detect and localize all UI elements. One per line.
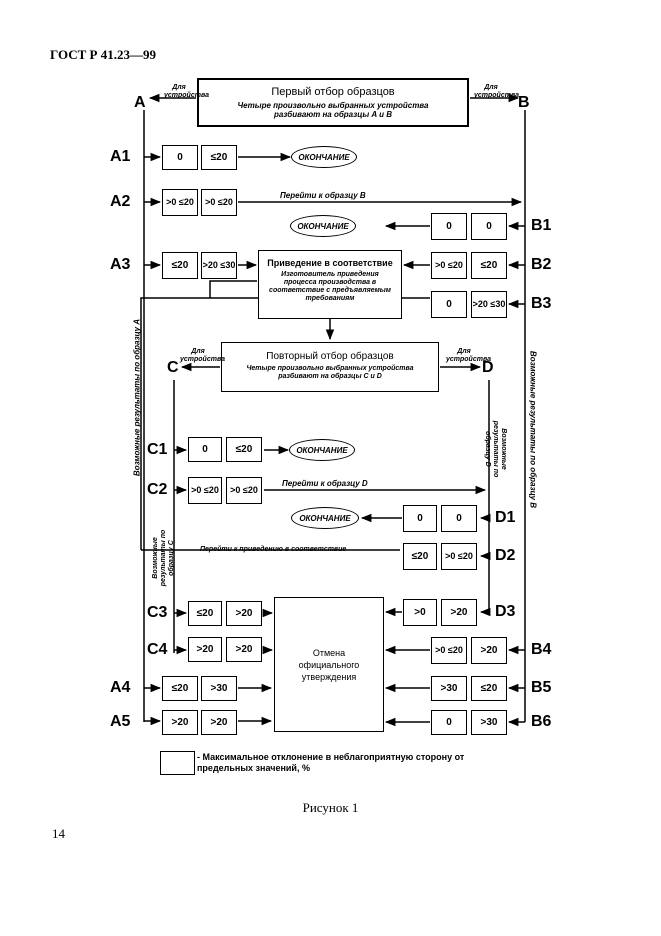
cell-b3-1: 0 — [431, 291, 467, 318]
label-sample-b: B — [518, 94, 530, 111]
cell-b3-2: >20 ≤30 — [471, 291, 507, 318]
legend-swatch — [160, 751, 195, 775]
second-selection-title: Повторный отбор образцов — [266, 351, 394, 362]
end-oval-d1: ОКОНЧАНИЕ — [291, 507, 359, 529]
first-selection-title: Первый отбор образцов — [271, 86, 395, 98]
cell-b5-2: ≤20 — [471, 676, 507, 701]
label-b1: B1 — [531, 217, 552, 234]
note-go-to-d: Перейти к образцу D — [282, 479, 368, 488]
first-selection-subtitle: Четыре произвольно выбранных устройства … — [237, 101, 429, 119]
label-a1: A1 — [110, 148, 131, 165]
side-note-results-b: Возможные результаты по образцу B — [528, 350, 538, 509]
conformity-subtitle: Изготовитель приведения процесса произво… — [269, 271, 391, 302]
label-c2: C2 — [147, 481, 168, 498]
second-selection-box: Повторный отбор образцов Четыре произвол… — [221, 342, 439, 392]
cell-d3-2: >20 — [441, 599, 477, 626]
label-d1: D1 — [495, 509, 516, 526]
cell-c3-1: ≤20 — [188, 601, 222, 626]
end-oval-a1: ОКОНЧАНИЕ — [291, 146, 357, 168]
side-note-results-c: Возможные результаты по образцу C — [152, 529, 175, 587]
cell-b5-1: >30 — [431, 676, 467, 701]
label-d3: D3 — [495, 603, 516, 620]
note-go-to-conformity: Перейти к приведению в соответствие — [200, 546, 347, 553]
side-note-results-a: Возможные результаты по образцу A — [132, 318, 142, 477]
document-header: ГОСТ Р 41.23—99 — [50, 47, 156, 62]
first-selection-box: Первый отбор образцов Четыре произвольно… — [197, 78, 469, 127]
label-a2: A2 — [110, 193, 131, 210]
label-b2: B2 — [531, 256, 552, 273]
conformity-title: Приведение в соответствие — [267, 258, 393, 268]
cell-d2-2: >0 ≤20 — [441, 543, 477, 570]
label-a4: A4 — [110, 679, 131, 696]
cell-a2-2: >0 ≤20 — [201, 189, 237, 216]
cell-b4-2: >20 — [471, 637, 507, 664]
label-c1: C1 — [147, 441, 168, 458]
cell-b2-2: ≤20 — [471, 252, 507, 279]
side-note-results-d: Возможные результаты по образцу D — [484, 420, 507, 478]
conformity-box: Приведение в соответствие Изготовитель п… — [258, 250, 402, 319]
cell-d3-1: >0 — [403, 599, 437, 626]
note-go-to-b: Перейти к образцу B — [280, 191, 366, 200]
cancel-approval-text: Отмена официального утверждения — [298, 647, 360, 682]
label-sample-a: A — [134, 94, 146, 111]
label-b3: B3 — [531, 295, 552, 312]
cell-a2-1: >0 ≤20 — [162, 189, 198, 216]
label-c4: C4 — [147, 641, 168, 658]
second-to-devices-left: Для устройства — [180, 348, 225, 363]
second-to-devices-right: Для устройства — [446, 348, 491, 363]
cell-a3-2: >20 ≤30 — [201, 252, 237, 279]
cell-b2-1: >0 ≤20 — [431, 252, 467, 279]
cell-c2-1: >0 ≤20 — [188, 477, 222, 504]
cell-b4-1: >0 ≤20 — [431, 637, 467, 664]
end-oval-b1: ОКОНЧАНИЕ — [290, 215, 356, 237]
cell-b1-2: 0 — [471, 213, 507, 240]
cell-d1-2: 0 — [441, 505, 477, 532]
cell-d2-1: ≤20 — [403, 543, 437, 570]
label-sample-d: D — [482, 359, 494, 376]
page-number: 14 — [52, 826, 65, 841]
cell-c1-1: 0 — [188, 437, 222, 462]
cell-c4-2: >20 — [226, 637, 262, 662]
label-b5: B5 — [531, 679, 552, 696]
cancel-approval-box: Отмена официального утверждения — [274, 597, 384, 732]
second-selection-subtitle: Четыре произвольно выбранных устройства … — [246, 365, 414, 380]
cell-a3-1: ≤20 — [162, 252, 198, 279]
cell-d1-1: 0 — [403, 505, 437, 532]
label-a5: A5 — [110, 713, 131, 730]
cell-a1-1: 0 — [162, 145, 198, 170]
label-d2: D2 — [495, 547, 516, 564]
label-b6: B6 — [531, 713, 552, 730]
end-oval-c1: ОКОНЧАНИЕ — [289, 439, 355, 461]
cell-c3-2: >20 — [226, 601, 262, 626]
cell-c1-2: ≤20 — [226, 437, 262, 462]
label-c3: C3 — [147, 604, 168, 621]
figure-caption: Рисунок 1 — [302, 800, 359, 815]
cell-a4-1: ≤20 — [162, 676, 198, 701]
cell-a5-1: >20 — [162, 710, 198, 735]
label-b4: B4 — [531, 641, 552, 658]
cell-b1-1: 0 — [431, 213, 467, 240]
label-sample-c: C — [167, 359, 179, 376]
cell-a1-2: ≤20 — [201, 145, 237, 170]
first-to-devices-left: Для устройства — [164, 84, 209, 99]
label-a3: A3 — [110, 256, 131, 273]
cell-a5-2: >20 — [201, 710, 237, 735]
cell-b6-2: >30 — [471, 710, 507, 735]
cell-c4-1: >20 — [188, 637, 222, 662]
cell-a4-2: >30 — [201, 676, 237, 701]
legend-text: - Максимальное отклонение в неблагоприят… — [197, 752, 465, 773]
cell-c2-2: >0 ≤20 — [226, 477, 262, 504]
first-to-devices-right: Для устройства — [474, 84, 519, 99]
cell-b6-1: 0 — [431, 710, 467, 735]
